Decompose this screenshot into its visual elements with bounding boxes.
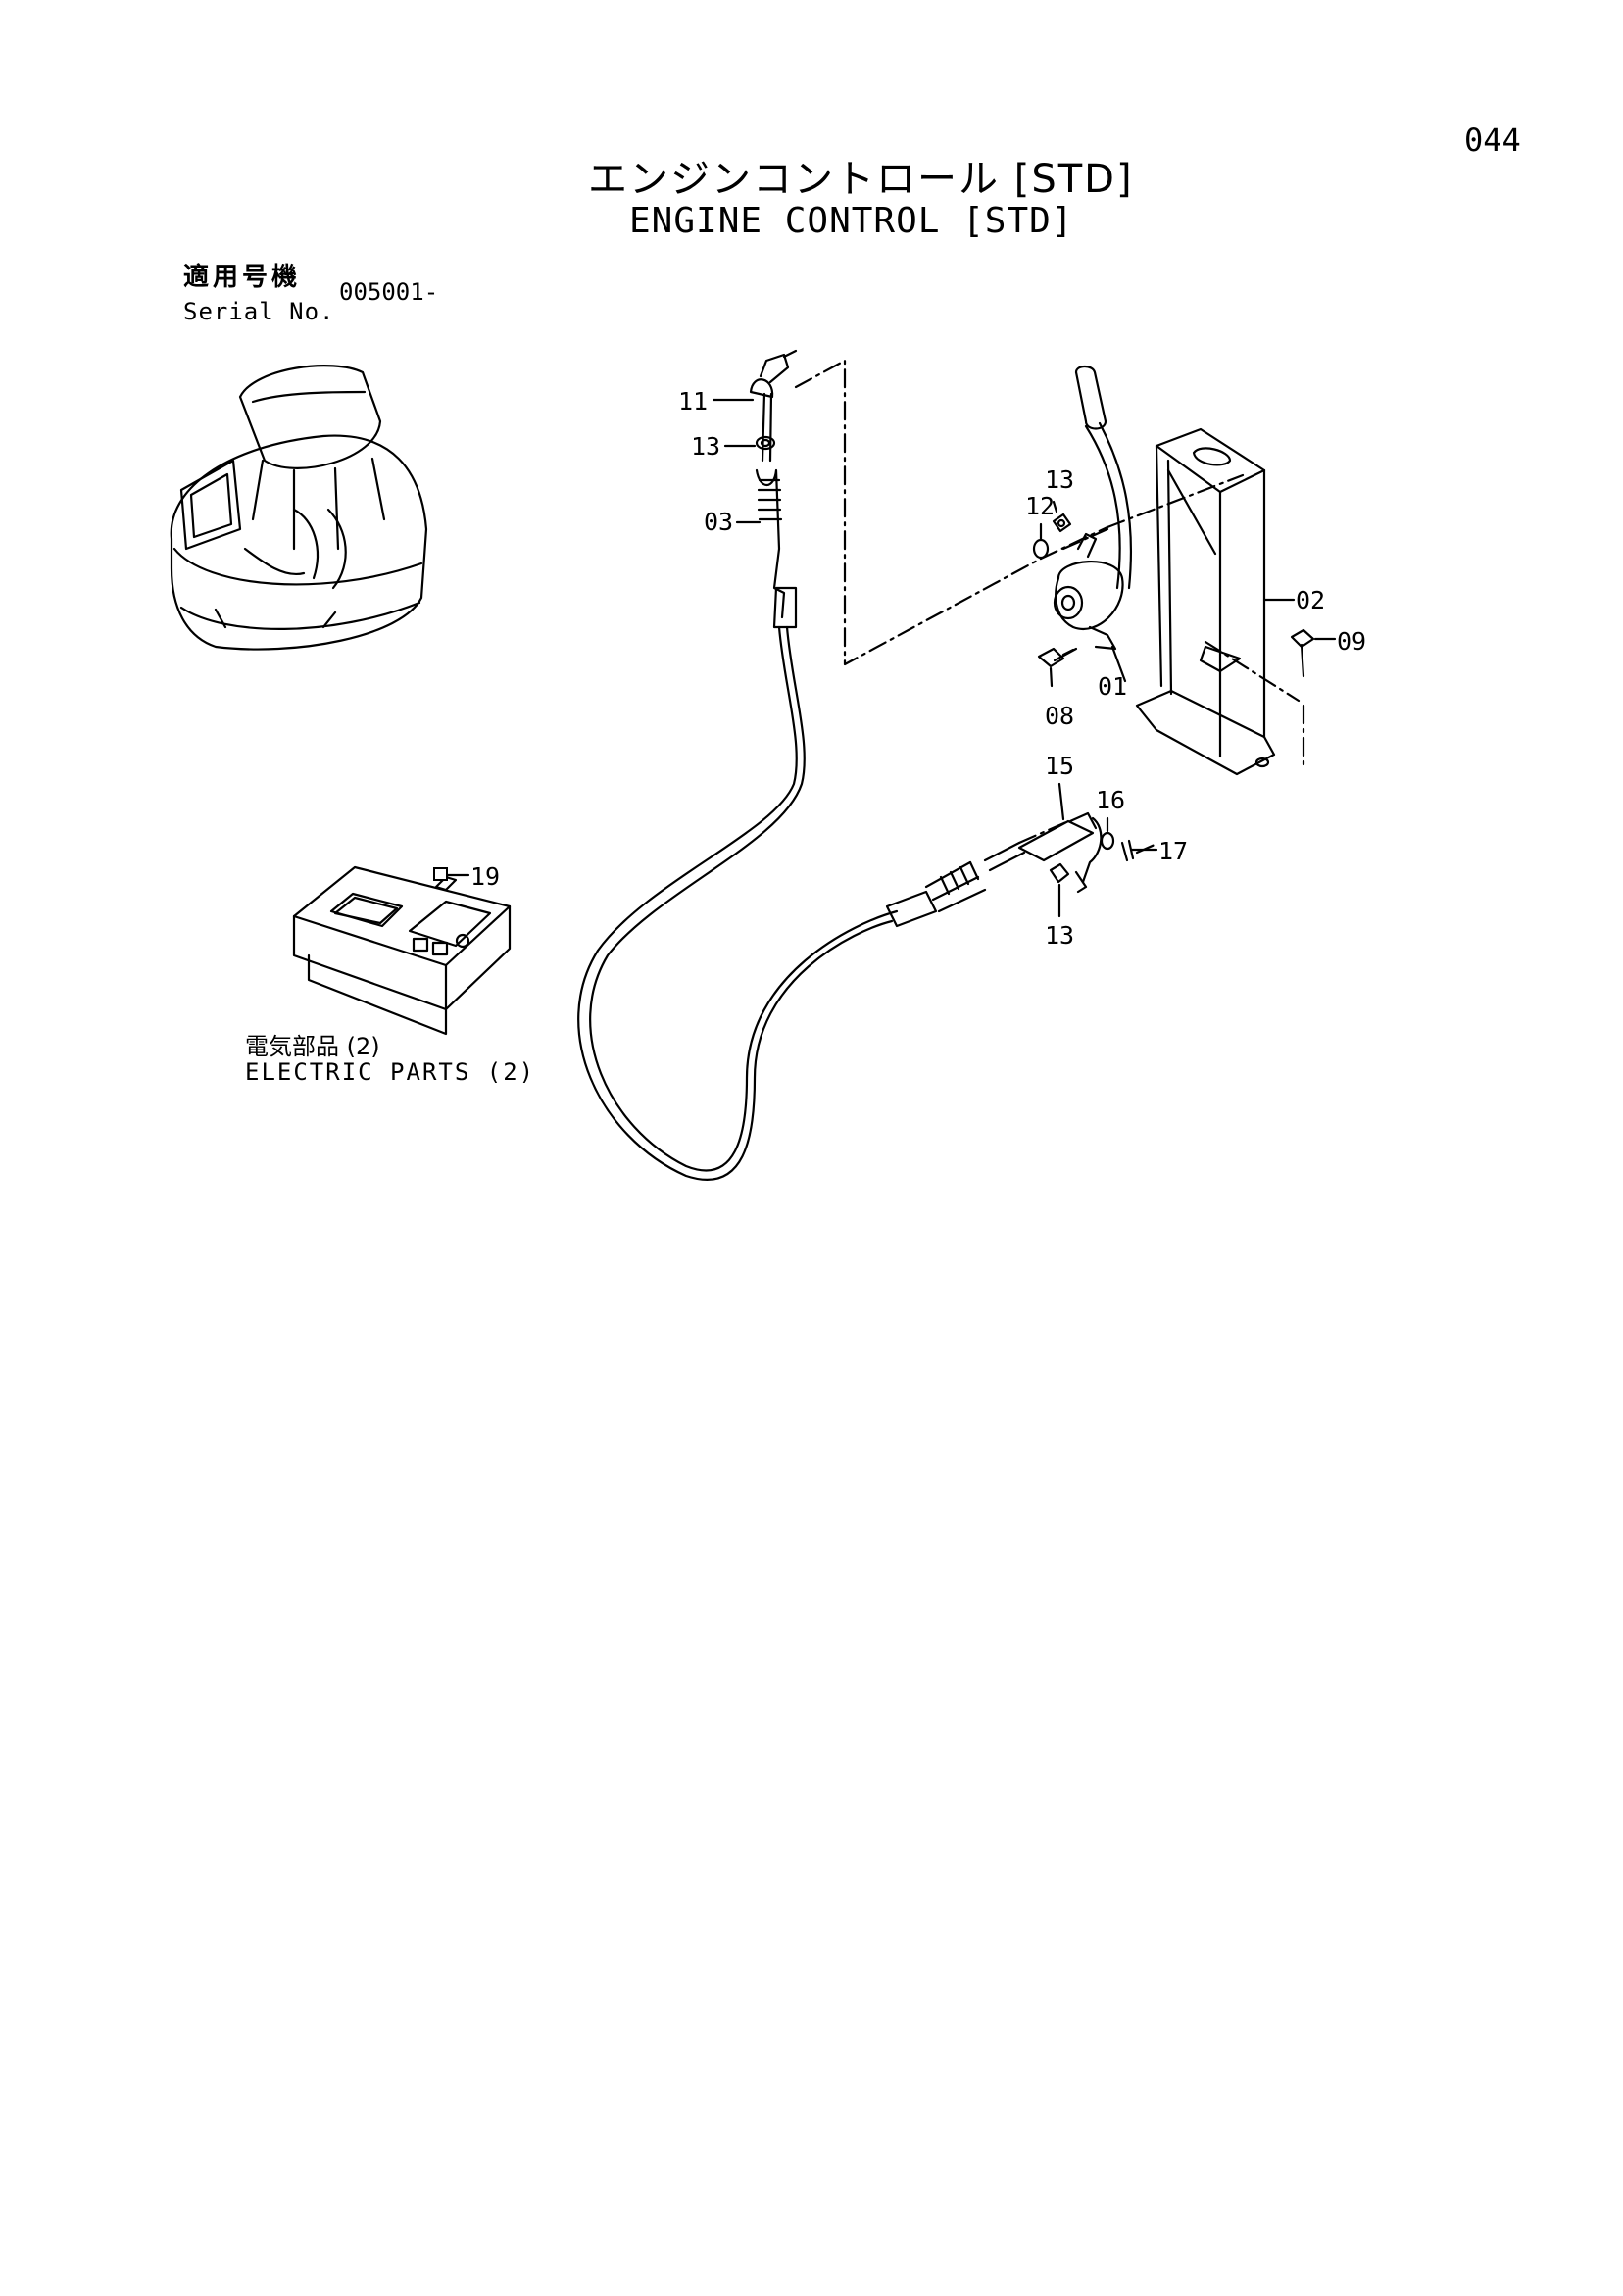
page-title-japanese: エンジンコントロール [STD] bbox=[588, 157, 1134, 202]
serial-label-japanese: 適用号機 bbox=[183, 263, 302, 292]
control-cable bbox=[577, 392, 1026, 1182]
lever-washer-nut bbox=[1032, 513, 1072, 560]
callout-part-02: 02 bbox=[1296, 586, 1326, 614]
cable-end-fitting bbox=[749, 349, 798, 451]
electric-parts-note: ELECTRIC PARTS (2) bbox=[245, 1058, 536, 1086]
callout-part-12: 12 bbox=[1025, 492, 1056, 520]
callout-part-11: 11 bbox=[678, 387, 709, 415]
callout-part-09: 09 bbox=[1337, 627, 1367, 656]
callout-part-15: 15 bbox=[1045, 752, 1075, 780]
bolt-08 bbox=[1037, 647, 1078, 668]
serial-number-value: 005001- bbox=[339, 278, 439, 306]
callout-part-13: 13 bbox=[691, 432, 721, 461]
callout-part-16: 16 bbox=[1096, 786, 1126, 814]
mounting-bracket bbox=[1135, 427, 1276, 776]
excavator-locator-view bbox=[170, 365, 428, 651]
callout-part-13: 13 bbox=[1045, 921, 1075, 950]
callout-part-08: 08 bbox=[1045, 702, 1075, 730]
callout-part-03: 03 bbox=[704, 508, 734, 536]
throttle-linkage bbox=[1017, 811, 1135, 894]
page-title: ENGINE CONTROL [STD] bbox=[629, 201, 1074, 241]
engine-control-lever bbox=[1053, 365, 1133, 651]
callout-part-13: 13 bbox=[1045, 465, 1075, 494]
bolt-09 bbox=[1290, 628, 1315, 678]
callout-part-19: 19 bbox=[470, 862, 501, 891]
callout-part-01: 01 bbox=[1098, 672, 1128, 701]
callout-leaders bbox=[446, 398, 1337, 918]
serial-label: Serial No. bbox=[183, 298, 335, 325]
callout-part-17: 17 bbox=[1158, 837, 1189, 865]
electric-parts-note-japanese: 電気部品 (2) bbox=[245, 1033, 380, 1060]
page-number: 044 bbox=[1464, 122, 1521, 159]
electric-parts-panel bbox=[292, 865, 512, 1036]
